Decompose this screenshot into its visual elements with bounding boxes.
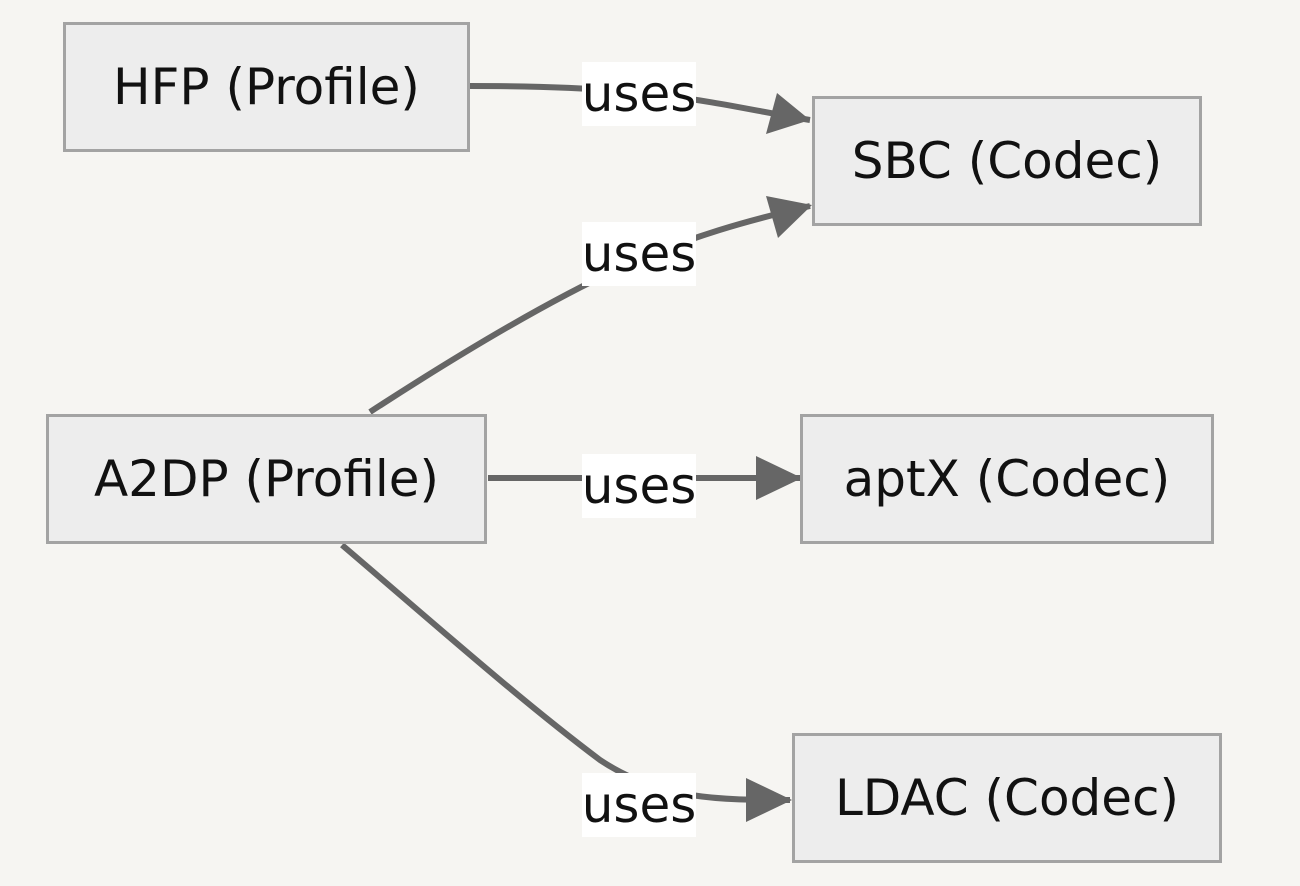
- node-ldac[interactable]: LDAC (Codec): [792, 733, 1222, 863]
- node-hfp-label: HFP (Profile): [113, 58, 420, 116]
- node-sbc-label: SBC (Codec): [851, 132, 1163, 190]
- edge-label-a2dp-ldac: uses: [582, 773, 696, 837]
- node-a2dp-label: A2DP (Profile): [93, 450, 440, 508]
- edge-a2dp-ldac: [340, 542, 791, 803]
- edge-label-hfp-sbc: uses: [582, 62, 696, 126]
- node-aptx-label: aptX (Codec): [843, 450, 1171, 508]
- edge-label-a2dp-sbc: uses: [582, 222, 696, 286]
- node-ldac-label: LDAC (Codec): [834, 769, 1180, 827]
- arrowhead-sbc-bottom: [766, 196, 812, 238]
- arrowhead-ldac: [746, 778, 792, 822]
- arrowhead-aptx: [756, 456, 802, 500]
- node-aptx[interactable]: aptX (Codec): [800, 414, 1214, 544]
- edge-label-a2dp-aptx: uses: [582, 454, 696, 518]
- node-sbc[interactable]: SBC (Codec): [812, 96, 1202, 226]
- node-a2dp[interactable]: A2DP (Profile): [46, 414, 487, 544]
- node-hfp[interactable]: HFP (Profile): [63, 22, 470, 152]
- arrowhead-sbc-top: [766, 93, 810, 134]
